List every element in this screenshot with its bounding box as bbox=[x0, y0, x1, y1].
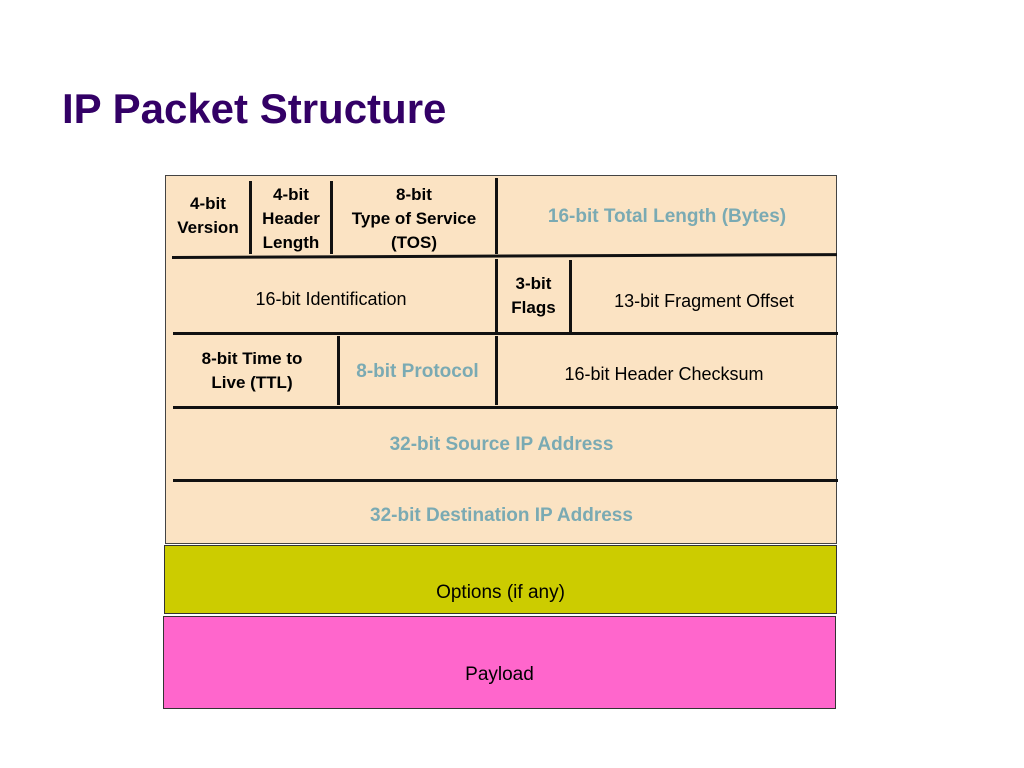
field-source-ip: 32-bit Source IP Address bbox=[389, 434, 614, 455]
field-flags-line-2: Flags bbox=[511, 298, 556, 317]
field-divider-protocol bbox=[495, 336, 498, 405]
field-version-line-1: 4-bit bbox=[190, 194, 226, 213]
field-type-of-service: 8-bit Type of Service (TOS) bbox=[333, 182, 495, 256]
payload-section: Payload bbox=[163, 616, 836, 709]
field-header-checksum: 16-bit Header Checksum bbox=[564, 364, 764, 384]
row-divider-2 bbox=[173, 332, 838, 335]
field-version: 4-bit Version bbox=[167, 190, 249, 242]
field-header-length: 4-bit Header Length bbox=[252, 182, 330, 256]
ip-header-diagram bbox=[165, 175, 837, 544]
field-divider-version bbox=[249, 181, 252, 254]
field-fragment-offset: 13-bit Fragment Offset bbox=[614, 291, 794, 311]
field-total-length: 16-bit Total Length (Bytes) bbox=[547, 206, 787, 227]
options-label: Options (if any) bbox=[436, 581, 565, 603]
field-divider-header-length bbox=[330, 181, 333, 254]
field-header-length-line-1: 4-bit bbox=[273, 185, 309, 204]
row-divider-4 bbox=[173, 479, 838, 482]
field-flags-line-1: 3-bit bbox=[515, 274, 552, 293]
field-tos-line-2: Type of Service bbox=[351, 209, 477, 228]
field-header-length-line-2: Header bbox=[262, 209, 320, 228]
field-divider-identification bbox=[495, 259, 498, 332]
field-tos-line-1: 8-bit bbox=[396, 185, 432, 204]
row-divider-3 bbox=[173, 406, 838, 409]
field-divider-tos bbox=[495, 178, 498, 254]
field-ttl-line-2: Live (TTL) bbox=[211, 373, 293, 392]
options-section: Options (if any) bbox=[164, 545, 837, 614]
field-protocol: 8-bit Protocol bbox=[356, 361, 479, 382]
field-identification: 16-bit Identification bbox=[255, 289, 407, 309]
field-divider-ttl bbox=[337, 336, 340, 405]
field-version-line-2: Version bbox=[177, 218, 239, 237]
field-ttl-line-1: 8-bit Time to bbox=[201, 349, 303, 368]
slide-title: IP Packet Structure bbox=[62, 85, 447, 132]
payload-label: Payload bbox=[465, 663, 534, 685]
field-divider-flags bbox=[569, 260, 572, 332]
field-tos-line-3: (TOS) bbox=[391, 233, 437, 252]
field-destination-ip: 32-bit Destination IP Address bbox=[370, 505, 633, 526]
field-header-length-line-3: Length bbox=[262, 233, 320, 252]
field-flags: 3-bit Flags bbox=[498, 270, 569, 322]
field-time-to-live: 8-bit Time to Live (TTL) bbox=[167, 345, 337, 397]
